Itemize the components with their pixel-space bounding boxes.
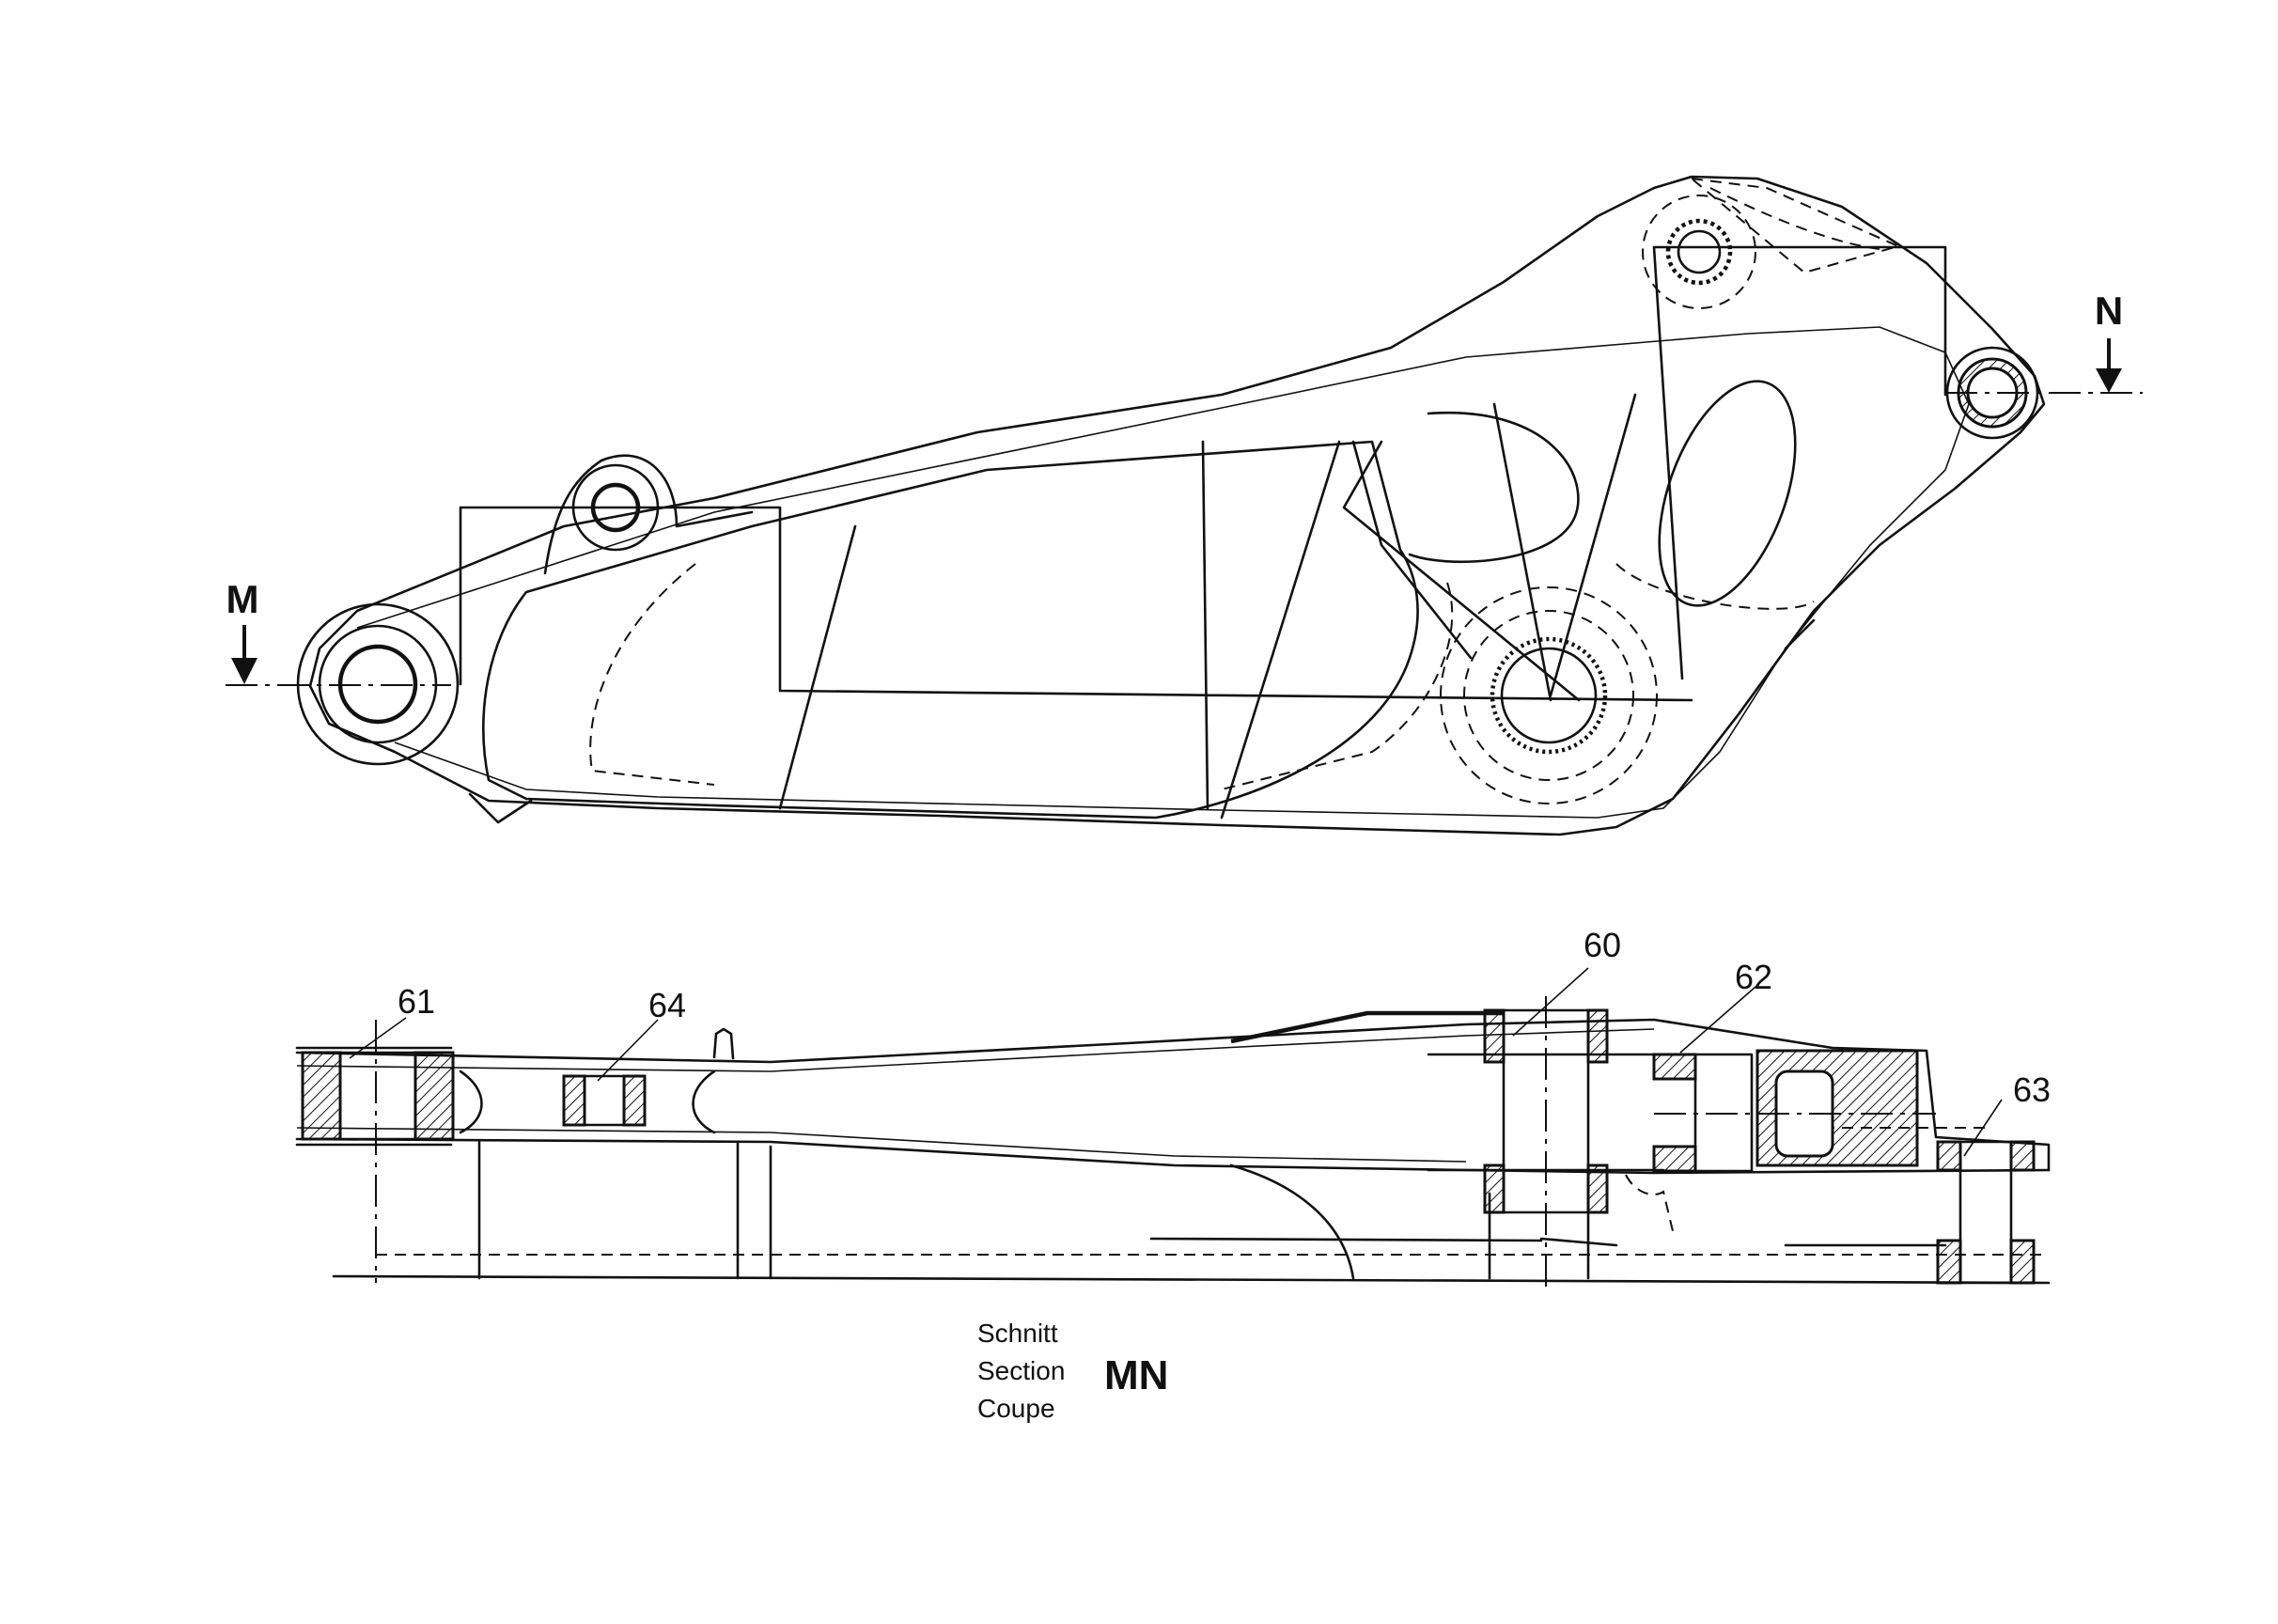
section-marker-m: M: [226, 577, 259, 621]
section-caption: Schnitt Section Coupe MN: [977, 1319, 1168, 1423]
lightening-hole: [1658, 380, 1797, 607]
caption-title: MN: [1104, 1352, 1168, 1398]
bushing-64: [459, 1070, 716, 1134]
hidden-lines: [589, 177, 1901, 790]
foot-bracket: [468, 792, 533, 824]
part-number-64: 64: [648, 986, 686, 1024]
leader-lines: [349, 967, 2003, 1157]
section-marker-n: N: [2095, 289, 2123, 333]
section-construction: [332, 1140, 2051, 1285]
section-arrow-m: [231, 625, 257, 684]
hub-63: [1936, 1140, 2036, 1285]
hub-62: [1652, 1049, 1936, 1173]
top-rib: [1230, 1010, 1504, 1044]
section-top-plate-inner: [296, 1028, 1655, 1072]
part-number-61: 61: [398, 982, 435, 1021]
web-cutout: [1408, 411, 1580, 564]
construction-lines: [459, 245, 1947, 820]
part-number-60: 60: [1584, 926, 1621, 964]
hub-61: [295, 1020, 455, 1283]
side-view: M N: [226, 175, 2143, 836]
caption-section: Section: [977, 1356, 1065, 1385]
section-line-mn: [226, 392, 2143, 686]
pin-top-bracket: [571, 463, 660, 552]
part-number-63: 63: [2013, 1070, 2051, 1109]
section-bottom-plate: [295, 1137, 2051, 1175]
section-bottom-plate-inner: [296, 1127, 1467, 1163]
caption-schnitt: Schnitt: [977, 1319, 1058, 1348]
section-arrow-n: [2096, 338, 2122, 393]
lug: [712, 1027, 735, 1060]
pin-upper: [1642, 195, 1756, 309]
pin-main: [1440, 586, 1658, 804]
part-number-62: 62: [1735, 958, 1772, 996]
inner-web-opening: [482, 440, 1419, 820]
section-view: 60 61 62 63 64: [295, 926, 2051, 1288]
arm-inner-flange: [356, 326, 1970, 819]
arm-outer-contour: [308, 175, 2046, 836]
top-bracket: [543, 454, 754, 575]
hub-60: [1427, 996, 1665, 1288]
caption-coupe: Coupe: [977, 1394, 1055, 1423]
